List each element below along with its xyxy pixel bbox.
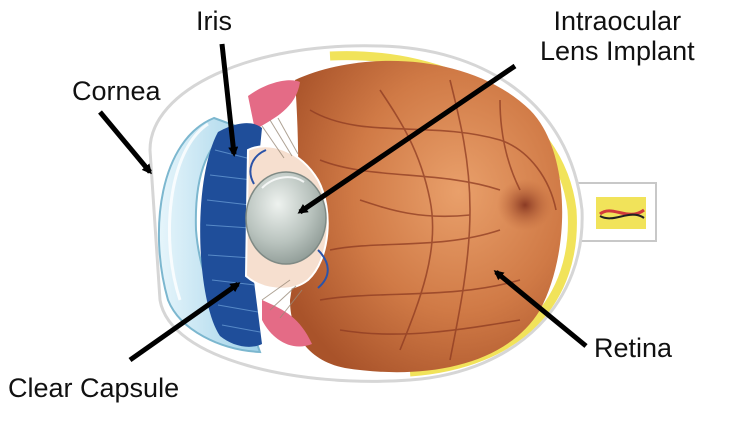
intraocular-lens-label: Intraocular Lens Implant bbox=[540, 6, 695, 66]
iris-label: Iris bbox=[196, 6, 232, 36]
clear-capsule-label: Clear Capsule bbox=[8, 373, 179, 403]
intraocular-lens-label-line1: Intraocular bbox=[540, 6, 695, 36]
cornea-arrow bbox=[100, 112, 150, 172]
retina-label: Retina bbox=[594, 333, 672, 363]
retina-globe bbox=[290, 61, 562, 372]
optic-nerve bbox=[578, 183, 656, 241]
cornea-label: Cornea bbox=[72, 76, 161, 106]
intraocular-lens-label-line2: Lens Implant bbox=[540, 36, 695, 66]
